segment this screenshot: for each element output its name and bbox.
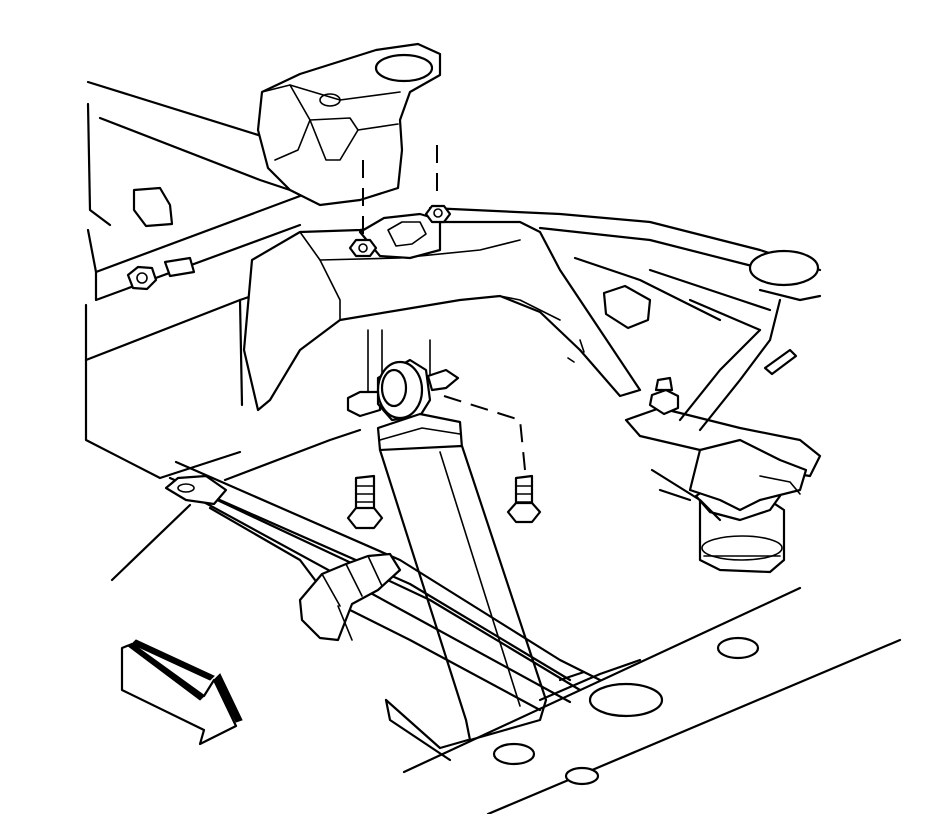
axle-bumper	[650, 438, 808, 574]
frame-rail	[84, 80, 332, 480]
mounting-bolts	[346, 474, 542, 530]
alignment-lines	[362, 145, 526, 471]
front-direction-arrow	[120, 639, 243, 746]
leaf-spring	[110, 428, 602, 712]
upper-nuts	[348, 204, 452, 258]
underbody-panel	[384, 586, 902, 814]
upper-shock-mount-bracket	[242, 212, 642, 412]
upper-body-mount	[256, 42, 442, 207]
shock-absorber	[346, 329, 548, 742]
